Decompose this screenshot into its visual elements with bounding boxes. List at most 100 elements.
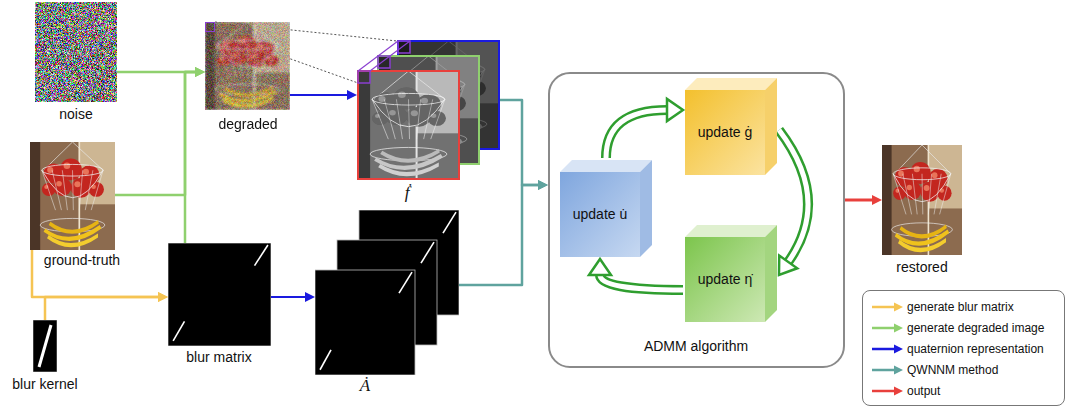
apple [42,183,56,196]
legend-row: output [863,383,1063,399]
connector [606,99,683,158]
apple [428,111,446,126]
legend-row: quaternion representation [863,341,1063,357]
band [443,212,456,233]
legend-label: quaternion representation [907,341,1044,357]
arrowhead [538,180,548,190]
legend-box: generate blur matrix generate degraded im… [862,290,1065,406]
caption: blur kernel [12,376,77,392]
cycle-arrow-inner [779,130,808,262]
connector [45,292,168,320]
legend-label: QWNNM method [907,362,998,378]
arrowhead [872,195,882,205]
restored-image: restored [882,145,962,255]
swatch-line [872,327,895,330]
band [173,321,184,341]
legend-label: generate degraded image [907,320,1044,336]
box-label: update ġ [698,124,753,140]
shadow [30,142,40,250]
caption: ADMM algorithm [644,338,748,354]
caption: ground-truth [44,252,120,268]
net [431,99,445,139]
arrowhead [305,292,315,302]
net [91,170,103,210]
connector [779,130,808,275]
degraded-image: degraded [205,22,290,110]
caption: blur matrix [186,349,251,365]
cycle-arrow-inner [600,275,683,290]
apple-highlight [389,110,396,115]
noise-pixels [205,22,290,110]
connector-line [845,199,872,202]
connector-line [45,297,158,320]
apple [893,186,906,200]
cube-front [685,237,765,322]
illustration [30,142,115,250]
photo-content [882,145,962,255]
noise-image: noise [35,2,117,102]
legend-swatch [871,341,905,357]
legend-row: generate degraded image [863,320,1063,336]
connector-line [271,296,305,298]
backdrop [205,22,290,110]
caption: Ȧ [360,376,370,396]
matrix-fill [315,270,415,375]
swatch-line [872,369,895,372]
swatch-line [872,348,895,351]
caption: restored [896,259,947,275]
patch-link [358,56,378,71]
photo [205,22,290,110]
connector [459,180,548,285]
box-label: update η̇ [698,271,753,287]
basket-net [893,174,951,202]
cycle-arrow-inner [606,110,667,158]
band [255,245,268,266]
cube-top [685,225,777,237]
patch-link [390,41,410,56]
legend-row: generate blur matrix [863,299,1063,315]
connector-line [32,250,158,297]
connector [290,90,357,100]
swatch-head [894,345,903,354]
net [85,170,93,210]
net [940,174,951,215]
connector-line [459,185,538,285]
illustration [315,210,459,375]
band [320,350,331,370]
apple-highlight [907,185,912,191]
band [421,242,434,263]
legend-label: output [907,383,940,399]
kernel-fill [33,320,57,372]
caption: noise [59,106,92,122]
blur-kernel: blur kernel [33,320,57,372]
legend-row: QWNNM method [863,362,1063,378]
patch-marker [205,22,215,32]
apple-highlight [421,98,428,104]
legend-swatch [871,299,905,315]
connector-line [290,94,347,96]
backdrop [882,145,962,255]
photo [30,142,115,250]
apple-highlight [83,169,89,175]
patch-link [370,56,390,71]
quaternion-image: ḟ [357,40,500,180]
cycle-arrowhead [779,256,797,275]
cube-side [640,160,652,257]
caption: degraded [218,116,277,132]
connector [500,100,548,190]
arrowhead [195,67,205,77]
arrowhead [195,67,205,77]
admm-panel: ADMM algorithmupdate u̇update ġupdate η̇ [548,72,845,368]
connector [589,259,683,290]
photo [358,71,459,179]
kernel-stroke [39,325,51,367]
connector [32,250,168,302]
connector-line [115,72,195,195]
legend-label: generate blur matrix [907,299,1014,315]
cube-side [765,78,777,175]
swatch-head [894,324,903,333]
quaternion-matrix: Ȧ [315,210,459,375]
apple-highlight [64,162,71,168]
cube-top [685,78,777,90]
banana [898,238,946,252]
